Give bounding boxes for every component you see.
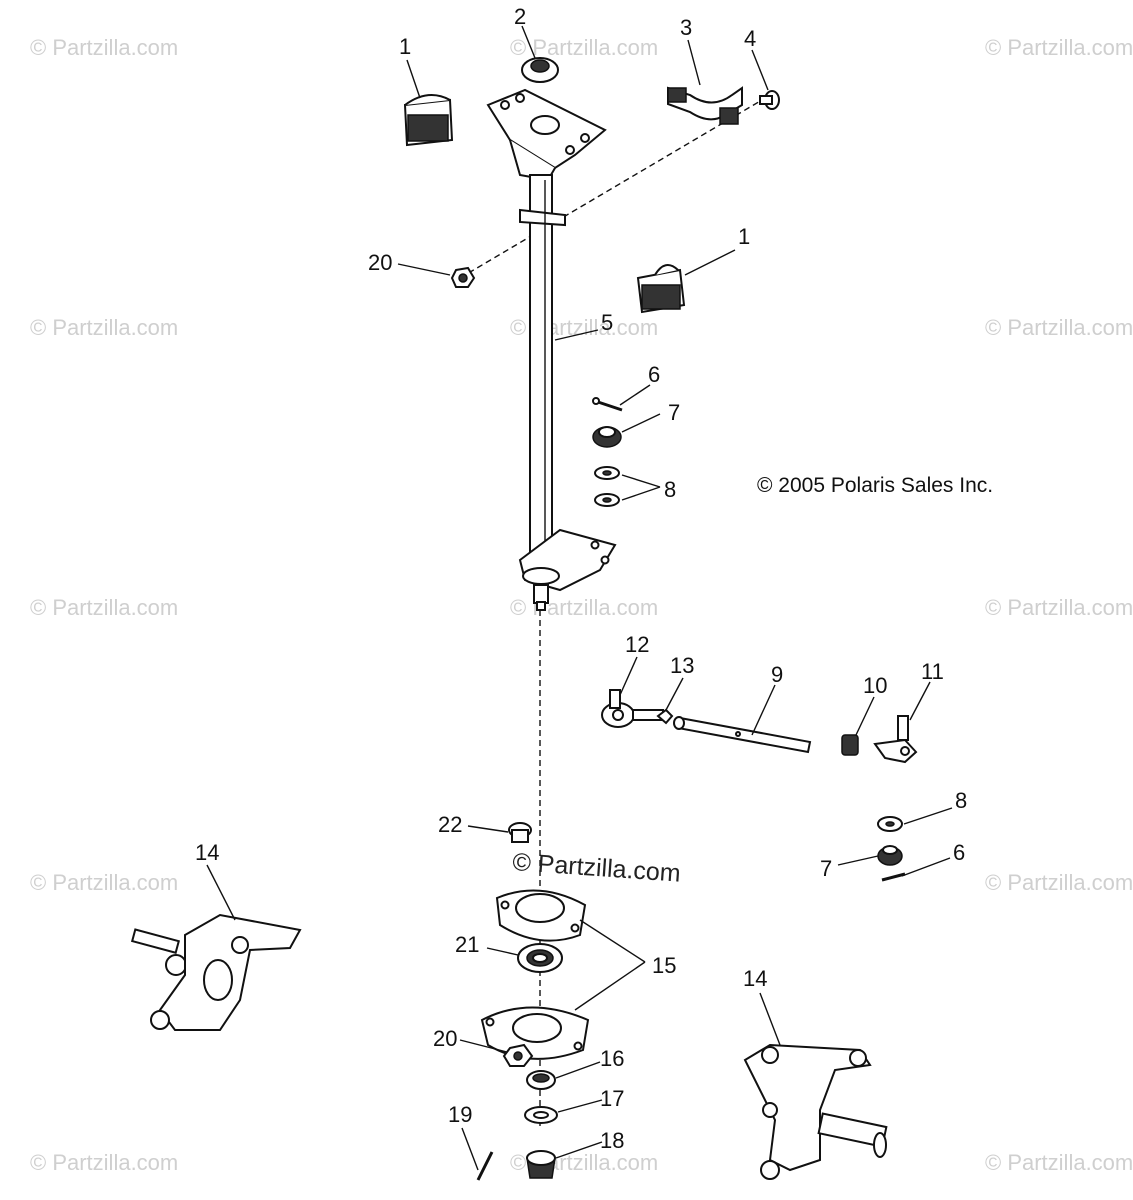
spindle-part-14-right[interactable] bbox=[743, 1043, 888, 1180]
callout-12: 12 bbox=[625, 632, 649, 657]
washer-part-8-lower[interactable] bbox=[877, 816, 903, 832]
steering-post-part-5[interactable] bbox=[518, 174, 617, 611]
callout-19: 19 bbox=[448, 1102, 472, 1127]
callout-8: 8 bbox=[664, 477, 676, 502]
callout-8: 8 bbox=[955, 788, 967, 813]
nut-part-20-lower[interactable] bbox=[502, 1043, 534, 1067]
callout-20: 20 bbox=[368, 250, 392, 275]
callout-22: 22 bbox=[438, 812, 462, 837]
leader-lines bbox=[206, 25, 953, 1171]
callout-5: 5 bbox=[601, 310, 613, 335]
washers-part-8-upper[interactable] bbox=[594, 466, 620, 507]
copyright-text: © 2005 Polaris Sales Inc. bbox=[757, 474, 993, 497]
callout-3: 3 bbox=[680, 15, 692, 40]
callout-18: 18 bbox=[600, 1128, 624, 1153]
jam-nut-part-10[interactable] bbox=[841, 734, 859, 756]
watermark: © Partzilla.com bbox=[30, 35, 178, 60]
watermark: © Partzilla.com bbox=[985, 315, 1133, 340]
callout-4: 4 bbox=[744, 26, 756, 51]
cotter-pin-part-19[interactable] bbox=[476, 1151, 494, 1181]
watermark: © Partzilla.com bbox=[985, 870, 1133, 895]
cotter-pin-part-6-upper[interactable] bbox=[592, 397, 623, 412]
callout-14: 14 bbox=[743, 966, 767, 991]
watermark: © Partzilla.com bbox=[985, 1150, 1133, 1175]
callout-1: 1 bbox=[399, 34, 411, 59]
callout-9: 9 bbox=[771, 662, 783, 687]
watermark: © Partzilla.com bbox=[985, 595, 1133, 620]
seal-part-16[interactable] bbox=[526, 1070, 556, 1090]
tie-rod-end-part-12[interactable] bbox=[601, 689, 664, 728]
watermark: © Partzilla.com bbox=[510, 35, 658, 60]
callout-17: 17 bbox=[600, 1086, 624, 1111]
watermark: © Partzilla.com bbox=[30, 595, 178, 620]
callout-15: 15 bbox=[652, 953, 676, 978]
center-watermark: © Partzilla.com bbox=[512, 848, 682, 888]
callout-10: 10 bbox=[863, 673, 887, 698]
callout-11: 11 bbox=[921, 659, 944, 684]
nut-part-20-upper[interactable] bbox=[450, 266, 476, 288]
callout-20: 20 bbox=[433, 1026, 457, 1051]
bearing-housing-part-15-lower[interactable] bbox=[480, 1006, 590, 1060]
callout-labels: 1 2 3 4 20 1 5 6 7 8 12 13 9 10 11 8 7 6… bbox=[195, 4, 967, 1153]
callout-14: 14 bbox=[195, 840, 219, 865]
callout-21: 21 bbox=[455, 932, 479, 957]
clamp-part-3[interactable] bbox=[667, 86, 743, 125]
watermark: © Partzilla.com bbox=[30, 870, 178, 895]
castle-nut-part-7-lower[interactable] bbox=[877, 845, 903, 866]
watermark: © Partzilla.com bbox=[510, 595, 658, 620]
tie-rod-part-9[interactable] bbox=[673, 716, 812, 754]
callout-16: 16 bbox=[600, 1046, 624, 1071]
callout-1: 1 bbox=[738, 224, 750, 249]
bushing-part-1-lower[interactable] bbox=[636, 264, 686, 314]
bolt-part-22[interactable] bbox=[508, 822, 532, 843]
nut-part-2[interactable] bbox=[521, 57, 559, 83]
castle-nut-part-7-upper[interactable] bbox=[592, 426, 622, 448]
callout-6: 6 bbox=[648, 362, 660, 387]
jam-nut-part-13[interactable] bbox=[656, 708, 674, 725]
washer-part-17[interactable] bbox=[524, 1106, 558, 1124]
callout-2: 2 bbox=[514, 4, 526, 29]
watermark: © Partzilla.com bbox=[985, 35, 1133, 60]
bearing-housing-part-15-upper[interactable] bbox=[495, 889, 587, 942]
watermark: © Partzilla.com bbox=[30, 315, 178, 340]
bearing-part-21[interactable] bbox=[517, 943, 563, 973]
callout-6: 6 bbox=[953, 840, 965, 865]
assembly-line bbox=[459, 99, 763, 279]
steering-post-top-plate[interactable] bbox=[486, 88, 607, 182]
bushing-part-1-upper[interactable] bbox=[403, 94, 454, 147]
castle-nut-part-18[interactable] bbox=[526, 1150, 556, 1179]
callout-7: 7 bbox=[668, 400, 680, 425]
watermark: © Partzilla.com bbox=[30, 1150, 178, 1175]
bolt-part-4[interactable] bbox=[759, 90, 780, 110]
callout-7: 7 bbox=[820, 856, 832, 881]
cotter-pin-part-6-lower[interactable] bbox=[881, 872, 906, 882]
tie-rod-end-part-11[interactable] bbox=[873, 715, 918, 764]
callout-13: 13 bbox=[670, 653, 694, 678]
spindle-part-14-left[interactable] bbox=[130, 913, 302, 1031]
